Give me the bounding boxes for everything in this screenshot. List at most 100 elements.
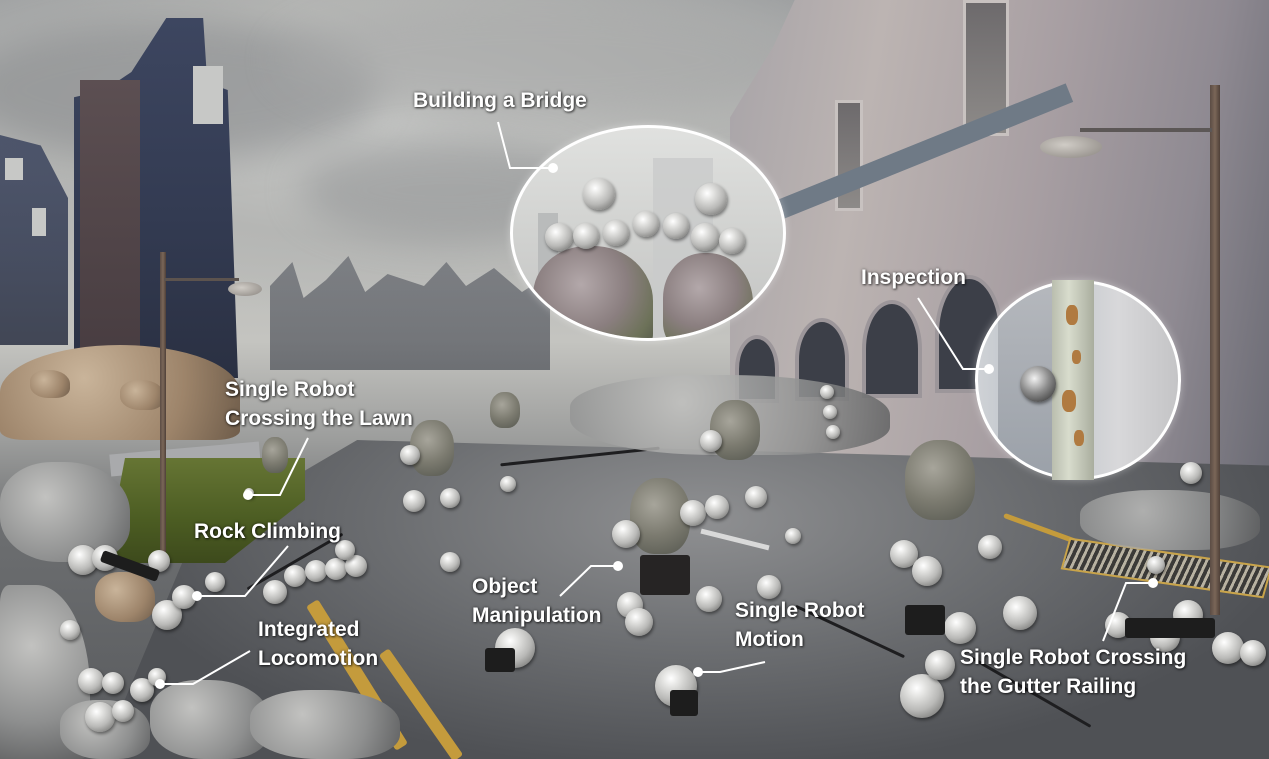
rock-carrying-robot bbox=[490, 392, 520, 428]
robot-module bbox=[1240, 640, 1266, 666]
label-inspection: Inspection bbox=[861, 266, 967, 289]
robot-module bbox=[826, 425, 840, 439]
bridge-robot-module bbox=[633, 211, 659, 237]
distant-city-skyline bbox=[270, 256, 550, 370]
robot-module bbox=[78, 668, 104, 694]
robot-joint bbox=[905, 605, 945, 635]
robot-module bbox=[284, 565, 306, 587]
robot-module bbox=[705, 495, 729, 519]
rock bbox=[95, 572, 155, 622]
lamp-head bbox=[1040, 136, 1102, 158]
bridge-robot-module bbox=[573, 223, 599, 249]
street-lamp-pole bbox=[160, 252, 166, 552]
robot-module bbox=[925, 650, 955, 680]
robot-module bbox=[102, 672, 124, 694]
bridge-robot-module bbox=[719, 228, 745, 254]
arcade-arch bbox=[862, 300, 922, 398]
robot-module bbox=[1180, 462, 1202, 484]
label-line: Single Robot Crossing bbox=[960, 646, 1187, 669]
robot-module bbox=[978, 535, 1002, 559]
robot-module bbox=[912, 556, 942, 586]
robot-joint bbox=[640, 555, 690, 595]
single-robot bbox=[785, 528, 801, 544]
robot-module bbox=[1212, 632, 1244, 664]
label-line: Object bbox=[472, 575, 538, 598]
ruin-window bbox=[32, 208, 46, 236]
single-robot bbox=[757, 575, 781, 599]
label-integrated-locomotion: Integrated Locomotion bbox=[258, 618, 378, 671]
label-line: the Gutter Railing bbox=[960, 675, 1137, 698]
label-line: Single Robot bbox=[735, 599, 865, 622]
rust-spot bbox=[1062, 390, 1076, 412]
bridge-robot-module bbox=[695, 183, 727, 215]
robot-module bbox=[440, 488, 460, 508]
robot-module bbox=[680, 500, 706, 526]
cloud bbox=[280, 0, 800, 120]
single-robot bbox=[60, 620, 80, 640]
single-robot bbox=[1003, 596, 1037, 630]
robot-module bbox=[696, 586, 722, 612]
robot-module bbox=[823, 405, 837, 419]
rust-spot bbox=[1072, 350, 1081, 364]
robot-wheel-body bbox=[485, 648, 515, 672]
robot-module bbox=[820, 385, 834, 399]
robot-module bbox=[612, 520, 640, 548]
bridge-inset bbox=[510, 125, 786, 341]
inspection-pipe bbox=[1052, 280, 1094, 480]
debris-pile bbox=[1080, 490, 1260, 550]
robot-module bbox=[345, 555, 367, 577]
robot-module bbox=[148, 668, 166, 686]
label-rock-climbing: Rock Climbing bbox=[194, 520, 342, 543]
robot-module bbox=[745, 486, 767, 508]
robot-module bbox=[112, 700, 134, 722]
label-line: Motion bbox=[735, 628, 804, 651]
rubble bbox=[30, 370, 70, 398]
label-line: Manipulation bbox=[472, 604, 602, 627]
rock-carrying-robot bbox=[262, 437, 288, 473]
robot-module bbox=[900, 674, 944, 718]
rubble bbox=[120, 380, 164, 410]
label-crossing-gutter-railing: Single Robot Crossing the Gutter Railing bbox=[960, 646, 1186, 699]
rock bbox=[250, 690, 400, 759]
single-robot bbox=[500, 476, 516, 492]
robot-wheel-body bbox=[670, 690, 698, 716]
robot-module bbox=[148, 550, 170, 572]
label-building-a-bridge: Building a Bridge bbox=[413, 89, 587, 112]
label-single-robot-motion: Single Robot Motion bbox=[735, 599, 865, 652]
bridge-robot-module bbox=[691, 223, 719, 251]
label-line: Integrated bbox=[258, 618, 360, 641]
ruined-wall-left bbox=[80, 80, 140, 370]
robot-module bbox=[325, 558, 347, 580]
ruin-window bbox=[193, 66, 223, 124]
street-lamp-pole bbox=[1210, 85, 1220, 615]
label-object-manipulation: Object Manipulation bbox=[472, 575, 602, 628]
robot-module bbox=[400, 445, 420, 465]
lamp-head bbox=[228, 282, 262, 296]
robot-module bbox=[263, 580, 287, 604]
rust-spot bbox=[1074, 430, 1084, 446]
robot-module bbox=[403, 490, 425, 512]
robot-module bbox=[85, 702, 115, 732]
single-robot bbox=[440, 552, 460, 572]
bridge-robot-module bbox=[603, 220, 629, 246]
inspection-robot bbox=[1020, 366, 1056, 402]
bridge-rock-left bbox=[533, 246, 653, 338]
lamp-arm bbox=[1080, 128, 1212, 132]
bridge-robot-module bbox=[663, 213, 689, 239]
robot-module bbox=[944, 612, 976, 644]
label-line: Single Robot bbox=[225, 378, 355, 401]
label-line: Crossing the Lawn bbox=[225, 407, 413, 430]
robot-joint bbox=[1125, 618, 1215, 638]
robot-module bbox=[625, 608, 653, 636]
rock-carrying-robot bbox=[905, 440, 975, 520]
label-crossing-the-lawn: Single Robot Crossing the Lawn bbox=[225, 378, 413, 431]
bridge-rock-right bbox=[663, 253, 753, 338]
label-line: Locomotion bbox=[258, 647, 379, 670]
robot-module bbox=[244, 488, 254, 498]
lamp-arm bbox=[164, 278, 239, 281]
rock-carrying-robot bbox=[710, 400, 760, 460]
robot-module bbox=[205, 572, 225, 592]
robot-module bbox=[700, 430, 722, 452]
bridge-robot-module bbox=[583, 178, 615, 210]
